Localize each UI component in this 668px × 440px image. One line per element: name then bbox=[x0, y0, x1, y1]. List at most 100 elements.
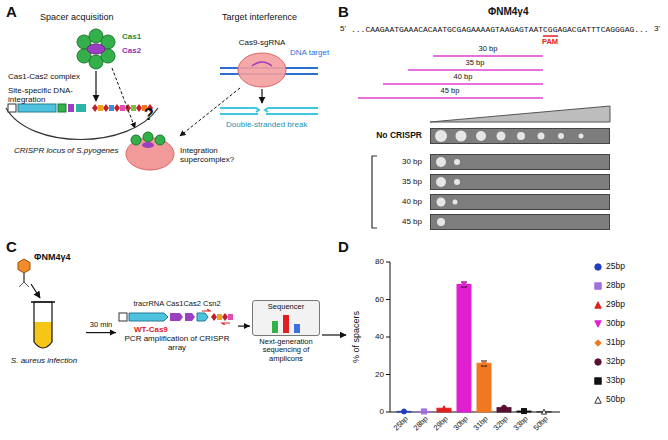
plaque-row: 30 bp bbox=[360, 154, 610, 170]
plaque-spots bbox=[431, 175, 609, 189]
legend-label: 50bp bbox=[606, 395, 625, 405]
infection-tube: S. aureus infection bbox=[4, 300, 84, 365]
to-chart-arrow bbox=[322, 335, 346, 336]
plaque-spots bbox=[431, 155, 609, 169]
tick-label: 50bp bbox=[532, 415, 550, 433]
integration-arrow bbox=[96, 71, 97, 101]
legend-label: 25bp bbox=[606, 262, 625, 272]
panel-letter: D bbox=[338, 238, 349, 255]
spacer-length: 40 bp bbox=[454, 73, 473, 82]
process-label: Site-specific DNA-integration bbox=[8, 86, 88, 104]
supercomplex bbox=[126, 132, 174, 170]
axis-title: % of spacers bbox=[351, 311, 361, 363]
node-text: 45 bp bbox=[360, 217, 422, 226]
protein-label: Cas1 bbox=[122, 32, 141, 41]
bars bbox=[397, 285, 551, 413]
sequencer-bars bbox=[266, 313, 306, 333]
tick-label: 25bp bbox=[392, 415, 410, 433]
connector-arrow bbox=[238, 323, 250, 329]
cas9-target bbox=[220, 53, 318, 114]
node-text: Next-generation sequencing of amplicons bbox=[252, 338, 320, 364]
protein-label: Cas9-sgRNA bbox=[239, 38, 286, 47]
phage-name: ΦNM4γ4 bbox=[488, 6, 528, 18]
tick-label: 40 bbox=[375, 332, 384, 341]
plaque-plate bbox=[430, 194, 610, 210]
node-text: 30 bp bbox=[360, 157, 422, 166]
gene-map bbox=[118, 309, 236, 325]
tick-label: 33bp bbox=[512, 415, 530, 433]
bar-markers bbox=[402, 282, 547, 414]
protospacer-lines bbox=[358, 36, 558, 98]
strand-end: 3' bbox=[654, 24, 660, 33]
tick-label: 31bp bbox=[472, 415, 490, 433]
node-text: Sequencer bbox=[256, 303, 316, 312]
plaque-row: No CRISPR bbox=[360, 128, 610, 144]
tick-label: 20 bbox=[375, 370, 384, 379]
node-text: 35 bp bbox=[360, 177, 422, 186]
panel-heading: Spacer acquisition bbox=[40, 12, 114, 22]
spacer-length: 35 bp bbox=[466, 59, 485, 68]
dashed-arrows bbox=[112, 68, 240, 136]
dna-sequence: ...CAAGAATGAAACACAATGCGAGAAAAGTAAGAGTAAT… bbox=[351, 25, 649, 34]
tick-label: 30bp bbox=[452, 415, 470, 433]
panel-letter: B bbox=[338, 3, 349, 20]
legend-sample bbox=[595, 321, 601, 327]
cas1-cas2-complex bbox=[77, 29, 115, 69]
legend-sample bbox=[595, 302, 601, 308]
dna-label: Double-stranded break bbox=[226, 120, 307, 129]
dilution-wedge bbox=[430, 106, 610, 122]
legend-label: 33bp bbox=[606, 376, 625, 386]
pam-label: PAM bbox=[542, 38, 558, 47]
legend-sample bbox=[595, 378, 601, 384]
strand-end: 5' bbox=[340, 24, 346, 33]
plaque-row: 35 bp bbox=[360, 174, 610, 190]
dna-label: DNA target bbox=[290, 48, 329, 57]
plaque-spots bbox=[431, 215, 609, 229]
test-tube bbox=[4, 300, 84, 356]
sequencer-box: SequencerNext-generation sequencing of a… bbox=[252, 300, 320, 364]
sequencer-device: Sequencer bbox=[252, 300, 320, 336]
legend-sample bbox=[595, 340, 601, 346]
tick-label: 60 bbox=[375, 295, 384, 304]
phage-icon bbox=[18, 259, 40, 298]
node-text: No CRISPR bbox=[360, 131, 422, 141]
tick-label: 80 bbox=[375, 257, 384, 266]
legend-sample bbox=[595, 359, 601, 365]
legend-label: 29bp bbox=[606, 300, 625, 310]
panel-letter: A bbox=[6, 3, 17, 20]
node-text: 40 bp bbox=[360, 197, 422, 206]
node-text: WT-Cas9 bbox=[118, 325, 236, 334]
legend-sample bbox=[595, 264, 601, 270]
complex-label: Integration supercomplex? bbox=[180, 146, 258, 164]
tick-label: 32bp bbox=[492, 415, 510, 433]
error-bars bbox=[461, 282, 487, 366]
tick-label: 29bp bbox=[432, 415, 450, 433]
tick-label: 0 bbox=[380, 407, 384, 416]
spacer-length: 30 bp bbox=[479, 45, 498, 54]
legend-label: 32bp bbox=[606, 357, 625, 367]
crispr-locus bbox=[6, 104, 158, 140]
plaque-plate bbox=[430, 214, 610, 230]
plaque-row: 45 bp bbox=[360, 214, 610, 230]
plaque-spots bbox=[431, 195, 609, 209]
plaque-spots bbox=[431, 129, 609, 143]
complex-label: Cas1-Cas2 complex bbox=[8, 72, 80, 81]
bar-chart bbox=[386, 262, 560, 414]
node-text: PCR amplification of CRISPR array bbox=[118, 334, 236, 352]
phage-name: ΦNM4γ4 bbox=[34, 252, 70, 262]
edge-label: 30 min bbox=[89, 321, 114, 330]
legend-label: 30bp bbox=[606, 319, 625, 329]
plaque-plate bbox=[430, 154, 610, 170]
connector-arrow bbox=[86, 330, 116, 336]
node-text: tracrRNA Cas1Cas2 Csn2 bbox=[118, 300, 236, 309]
protein-label: Cas2 bbox=[122, 46, 141, 55]
question-mark: ? bbox=[144, 106, 154, 124]
legend-label: 28bp bbox=[606, 281, 625, 291]
spacer-length: 45 bp bbox=[441, 87, 460, 96]
panel-letter: C bbox=[6, 238, 17, 255]
tick-label: 28bp bbox=[412, 415, 430, 433]
plaque-row: 40 bp bbox=[360, 194, 610, 210]
panel-heading: Target interference bbox=[222, 12, 297, 22]
node-text: S. aureus infection bbox=[4, 356, 84, 365]
